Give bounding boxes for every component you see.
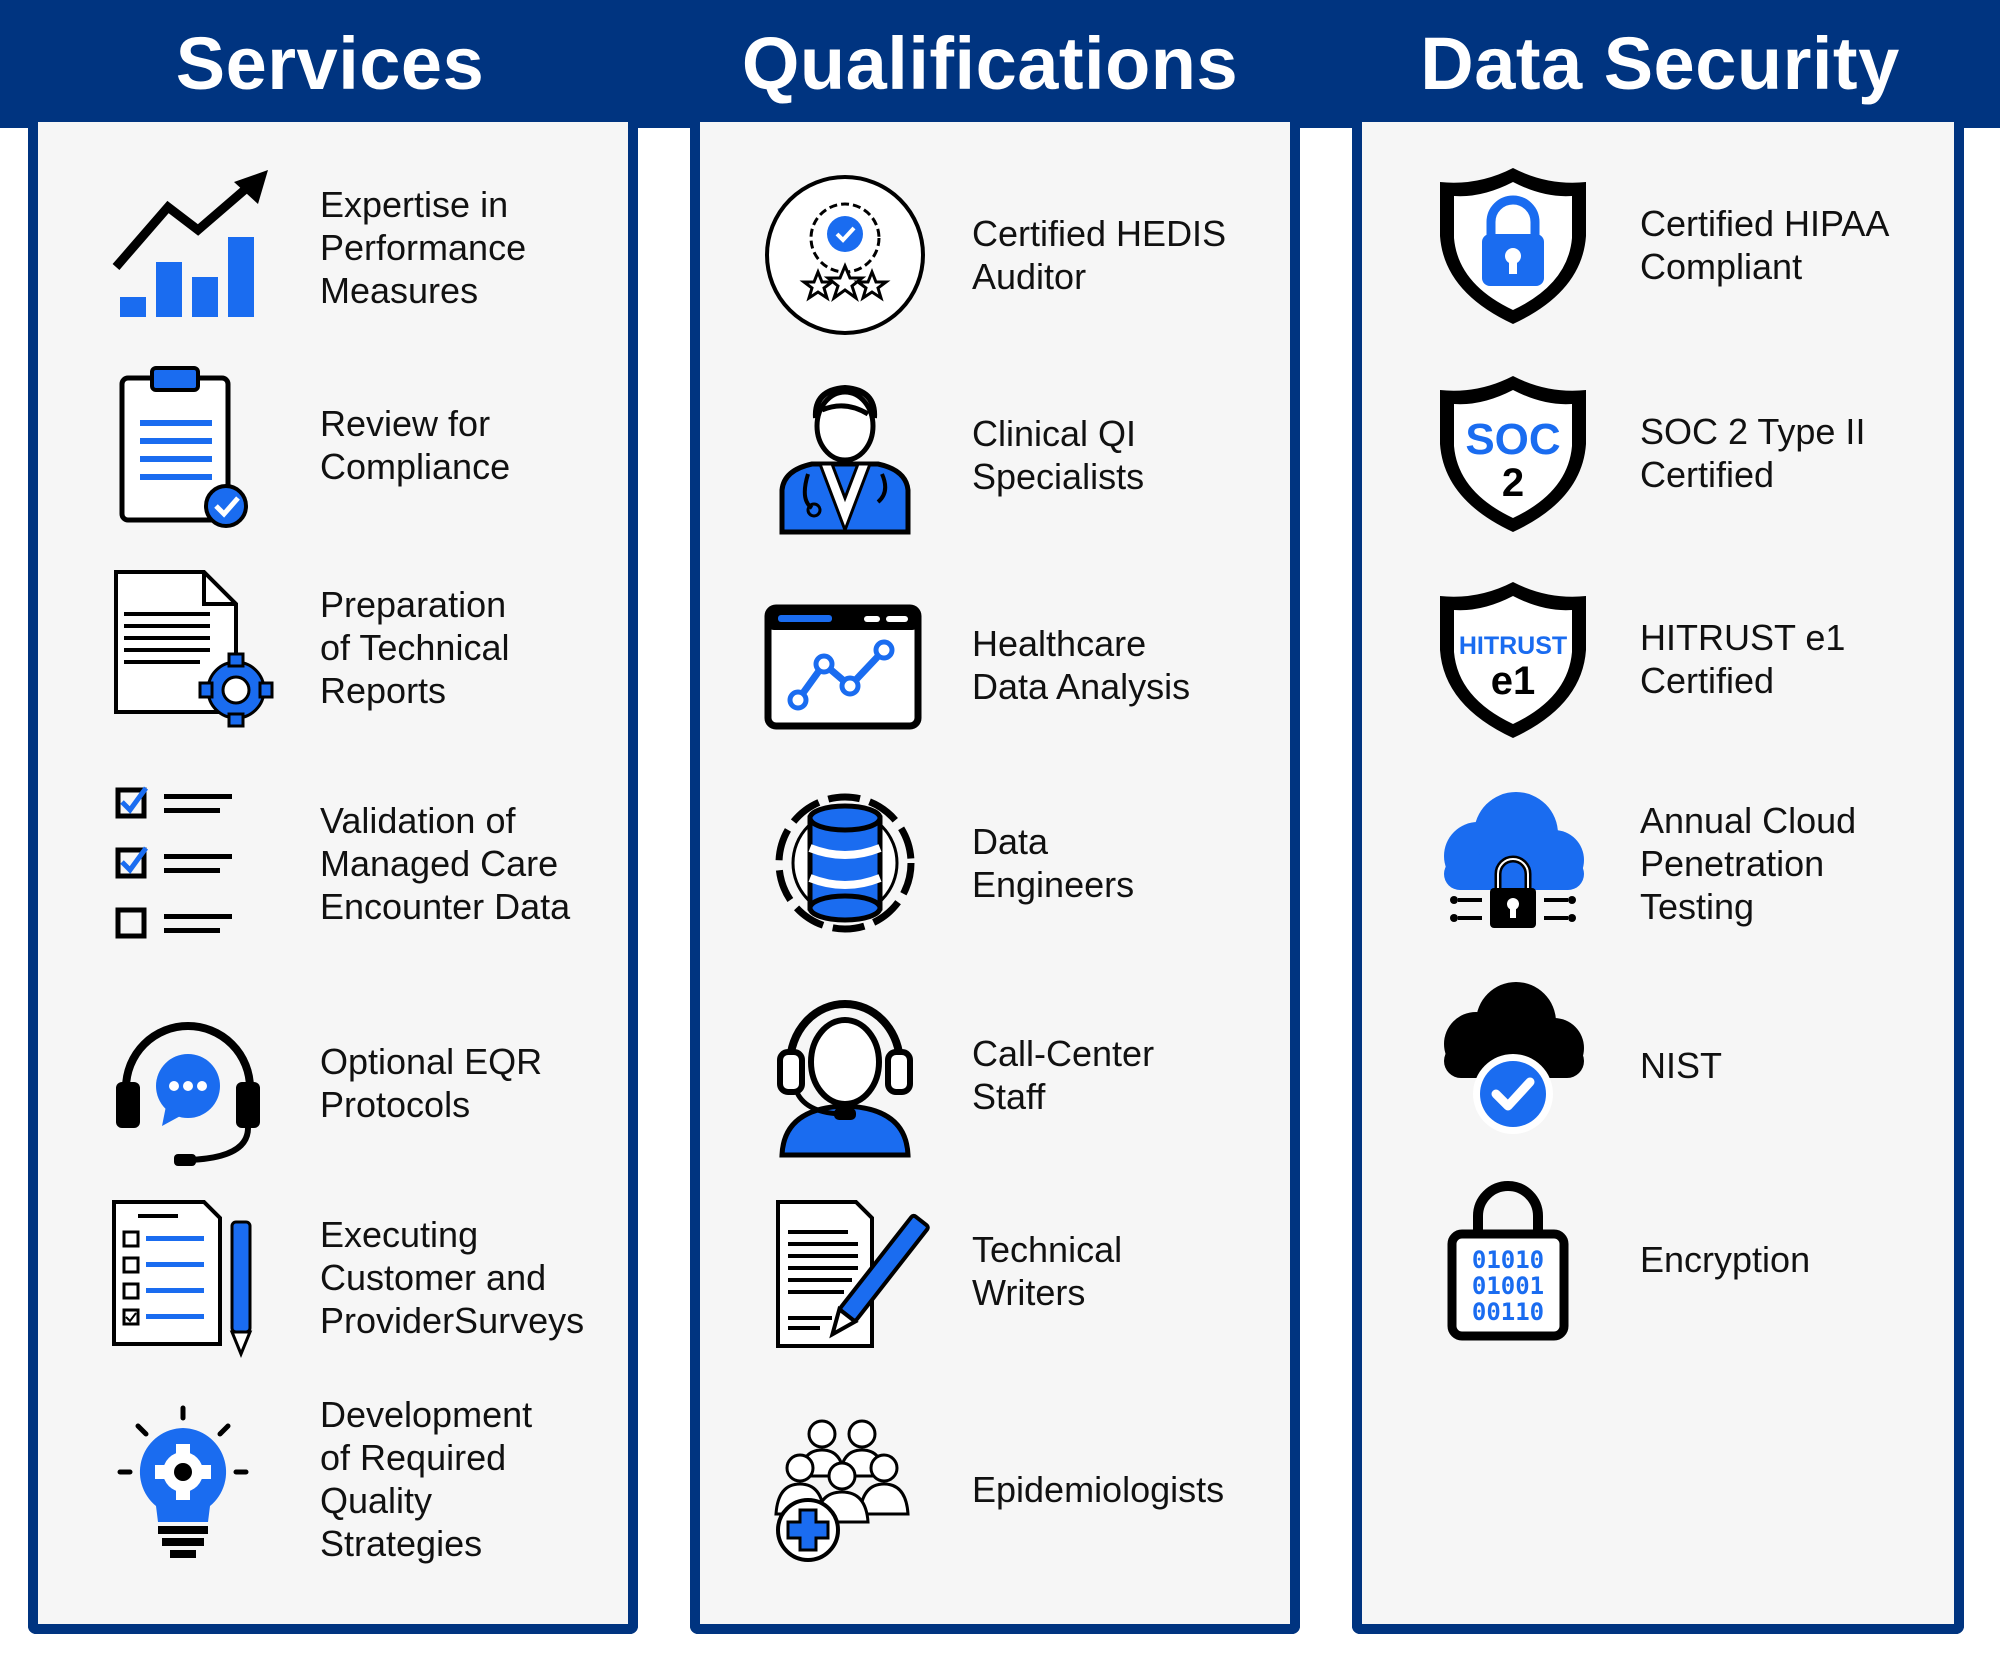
cloud-check-icon [1428, 980, 1598, 1150]
service-label: Preparation of Technical Reports [320, 583, 510, 711]
binary-padlock-icon: 01010 01001 00110 [1428, 1174, 1598, 1344]
binary-row-1: 01010 [1472, 1246, 1544, 1274]
qualification-label: Data Engineers [972, 821, 1135, 905]
clipboard-check-icon [108, 360, 278, 530]
qualification-label: Healthcare Data Analysis [972, 623, 1191, 707]
qualification-label: Certified HEDIS Auditor [972, 213, 1227, 297]
document-gear-icon [108, 562, 278, 732]
service-label: Expertise in Performance Measures [320, 183, 527, 311]
hitrust-badge-text: HITRUST [1459, 632, 1567, 660]
people-medical-icon [760, 1404, 930, 1574]
database-gear-icon [760, 778, 930, 948]
qualifications-panel: Certified HEDIS Auditor Clinical QI Spec… [690, 122, 1300, 1634]
qualification-label: Epidemiologists [972, 1468, 1225, 1510]
doctor-icon [760, 370, 930, 540]
security-label: HITRUST e1 Certified [1640, 617, 1846, 701]
security-label: Annual Cloud Penetration Testing [1640, 799, 1857, 927]
soc2-shield-icon: SOC 2 [1428, 368, 1598, 538]
binary-row-2: 01001 [1472, 1272, 1544, 1300]
call-agent-icon [760, 990, 930, 1160]
security-label: NIST [1640, 1044, 1723, 1086]
document-pen-icon [760, 1186, 930, 1356]
binary-row-3: 00110 [1472, 1298, 1544, 1326]
survey-pen-icon [108, 1192, 278, 1362]
headset-chat-icon [108, 998, 278, 1168]
chart-growth-icon [108, 162, 278, 332]
service-label: Development of Required Quality Strategi… [320, 1394, 533, 1564]
qualification-label: Call-Center Staff [972, 1033, 1155, 1117]
data-security-panel: Certified HIPAA Compliant SOC 2 SOC 2 Ty… [1352, 122, 1964, 1634]
browser-analytics-icon [760, 580, 930, 750]
shield-lock-icon [1428, 160, 1598, 330]
header-banner [0, 0, 2000, 128]
security-label: Encryption [1640, 1238, 1811, 1280]
service-label: Review for Compliance [320, 403, 511, 487]
services-panel: Expertise in Performance Measures Review… [28, 122, 638, 1634]
service-label: Validation of Managed Care Encounter Dat… [320, 799, 571, 927]
qualification-label: Technical Writers [972, 1229, 1123, 1313]
qualifications-title: Qualifications [741, 22, 1239, 105]
qualification-label: Clinical QI Specialists [972, 413, 1145, 497]
hitrust-shield-icon: HITRUST e1 [1428, 574, 1598, 744]
hitrust-badge-version: e1 [1491, 659, 1536, 703]
soc-badge-text: SOC [1465, 415, 1560, 464]
cloud-lock-icon [1428, 778, 1598, 948]
security-label: Certified HIPAA Compliant [1640, 203, 1890, 287]
data-security-title: Data Security [1420, 22, 1900, 105]
security-label: SOC 2 Type II Certified [1640, 411, 1866, 495]
lightbulb-gear-icon [108, 1394, 278, 1564]
award-badge-icon [760, 170, 930, 340]
services-title: Services [175, 22, 485, 105]
service-label: Executing Customer and ProviderSurveys [320, 1213, 585, 1341]
service-label: Optional EQR Protocols [320, 1041, 543, 1125]
checklist-icon [108, 778, 278, 948]
soc-badge-number: 2 [1502, 461, 1524, 505]
